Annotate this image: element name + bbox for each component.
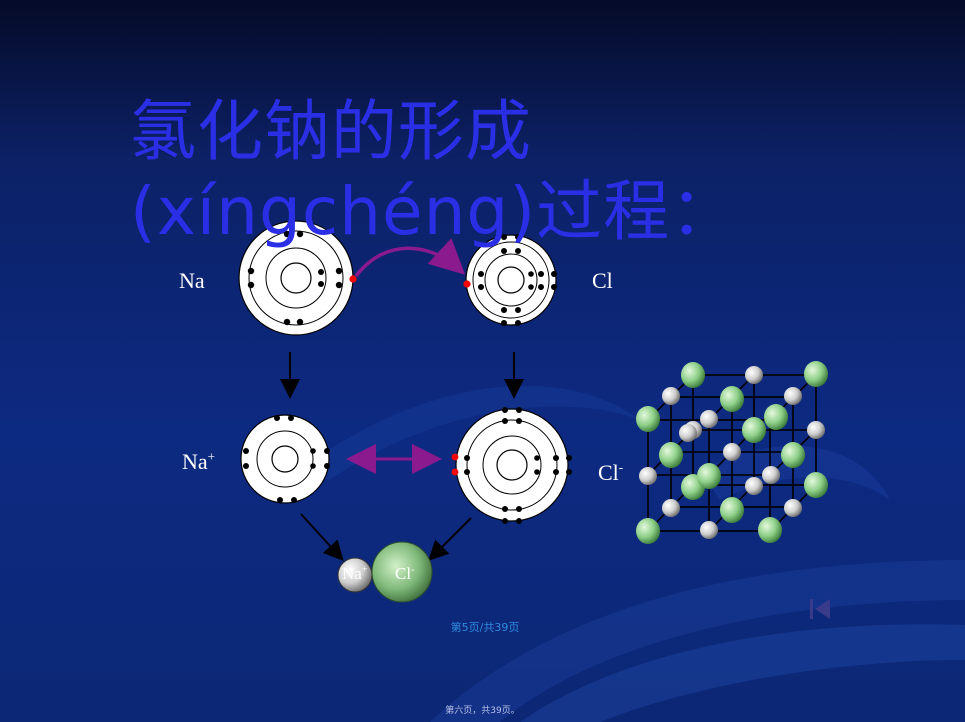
na-ion-combine-arrow — [300, 513, 344, 561]
first-slide-icon[interactable] — [808, 597, 832, 621]
na-atom-label: Na — [179, 268, 205, 293]
title-line-2: (xíngchéng)过程： — [130, 173, 738, 250]
na-ion-label: Na+ — [182, 448, 215, 474]
cl-atom-label: Cl — [592, 268, 613, 293]
cl-ion — [451, 407, 572, 524]
na-ion — [240, 414, 330, 504]
na-atom — [238, 220, 357, 336]
sphere-na-label: Na+ — [342, 564, 368, 583]
page-number: 第5页/共39页 — [450, 621, 520, 634]
electron-transfer-arrow — [354, 238, 466, 278]
slide-title: 氯化钠的形成 (xíngchéng)过程： — [130, 92, 770, 252]
cl-atom — [463, 234, 557, 326]
footer-text: 第六页，共39页。 — [445, 706, 520, 716]
cl-ion-sphere — [371, 541, 433, 603]
cl-ion-label: Cl- — [598, 459, 624, 485]
cl-ion-combine-arrow — [428, 517, 472, 561]
title-line-1: 氯化钠的形成 — [130, 93, 532, 170]
sphere-cl-label: Cl- — [395, 564, 415, 583]
